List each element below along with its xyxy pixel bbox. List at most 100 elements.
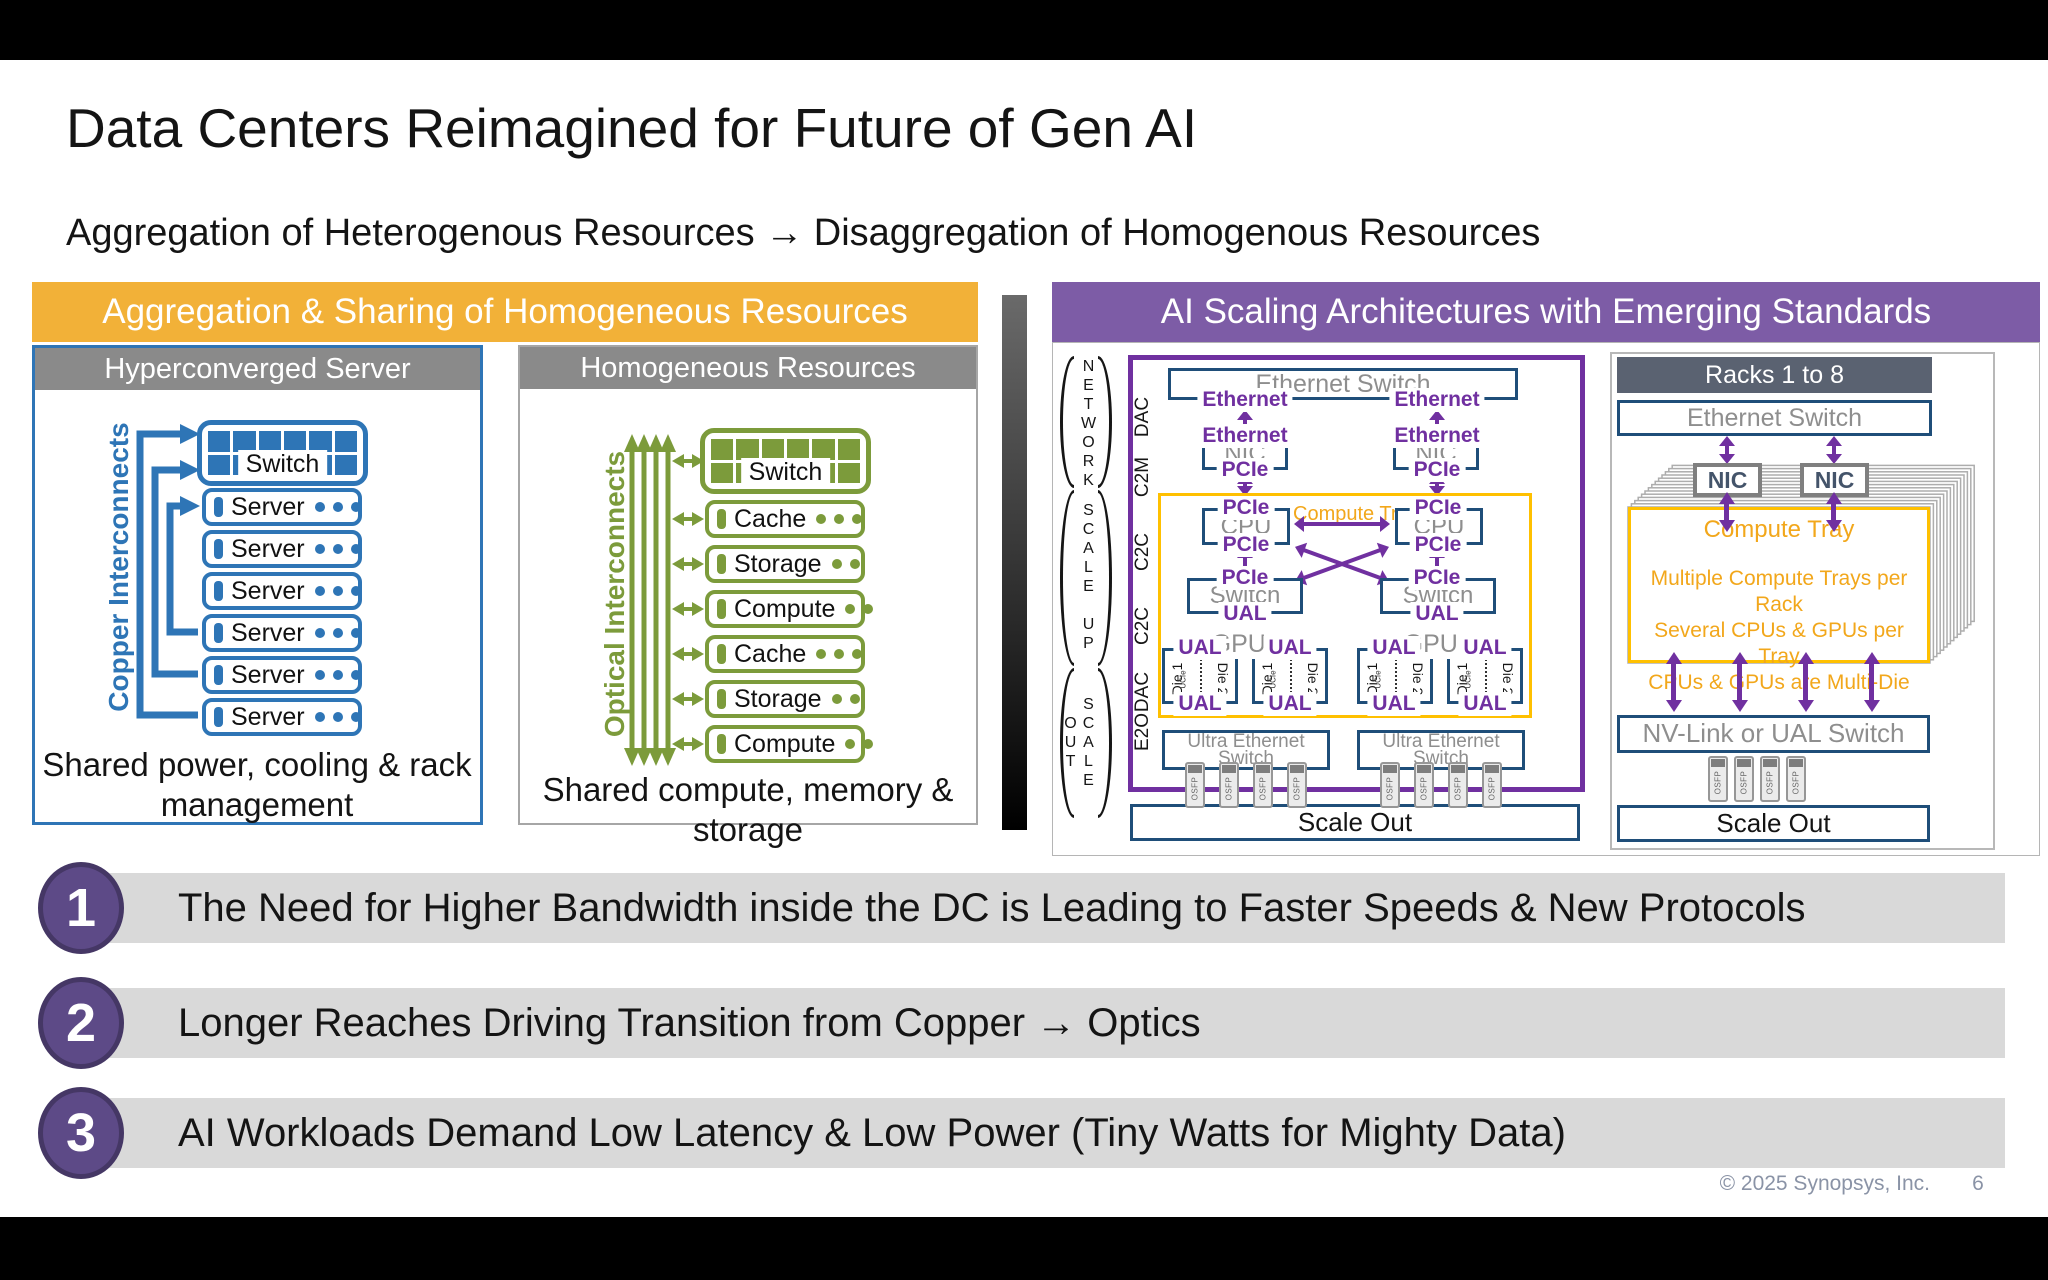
server-label: Server	[231, 576, 305, 605]
network-label: NETWORK	[1080, 358, 1097, 491]
link-type-c2m: C2M	[1132, 456, 1153, 498]
right-paren	[1098, 356, 1112, 488]
right-paren	[1098, 490, 1112, 666]
ucie-link-line	[1290, 655, 1292, 697]
green-switch-box: Switch	[700, 428, 871, 494]
rack-nic-box: NIC	[1693, 463, 1762, 497]
resource-label: Storage	[734, 549, 822, 578]
left-paren	[1060, 490, 1074, 666]
bottom-letterbox	[0, 1217, 2048, 1280]
resource-led	[717, 734, 726, 754]
rack-nic-tray-arrow	[1826, 492, 1842, 532]
server-row: Server	[202, 572, 362, 610]
osfp-label: OSFP	[1292, 776, 1302, 801]
switch-pcie-label: PCIe	[1216, 566, 1274, 590]
homogeneous-title: Homogeneous Resources	[520, 347, 976, 389]
gpu-ual-label: UAL	[1458, 692, 1512, 716]
ucie-link-line	[1395, 655, 1397, 697]
server-dots	[314, 670, 361, 680]
server-dots	[314, 628, 361, 638]
ultra-ethernet-switch-box: Ultra Ethernet Switch	[1357, 730, 1525, 770]
ucie-link-line	[1200, 655, 1202, 697]
right-paren	[1098, 668, 1112, 818]
rack-note: Several CPUs & GPUs per Tray	[1654, 619, 1904, 668]
osfp-module: OSFP	[1414, 762, 1434, 808]
resource-led	[717, 689, 726, 709]
osfp-cage: OSFP OSFP OSFP OSFP	[1708, 756, 1806, 802]
cpu-to-cpu-arrow	[1294, 516, 1390, 532]
scale-up-label: SCALE UP	[1080, 502, 1097, 654]
gpu-ual-label: UAL	[1367, 636, 1421, 660]
gpu-ual-label: UAL	[1458, 636, 1512, 660]
scale-out-box: Scale Out	[1130, 804, 1580, 841]
blue-switch-box: Switch	[197, 420, 368, 486]
page-title: Data Centers Reimagined for Future of Ge…	[66, 97, 1198, 159]
key-point-number-badge: 1	[38, 862, 124, 954]
osfp-module: OSFP	[1253, 762, 1273, 808]
link-type-c2c: C2C	[1132, 607, 1153, 646]
cpu-pcie-label: PCIe	[1409, 496, 1467, 520]
switch-label: Switch	[740, 458, 831, 487]
nic-ethernet-label: Ethernet	[1389, 424, 1485, 448]
scale-out-label: SCALE OUT	[1062, 695, 1097, 791]
ethernet-port-label: Ethernet	[1197, 388, 1293, 412]
gpu-ual-label: UAL	[1263, 692, 1317, 716]
scaling-header: AI Scaling Architectures with Emerging S…	[1052, 282, 2040, 342]
switch-ual-label: UAL	[1410, 602, 1464, 626]
server-label: Server	[231, 702, 305, 731]
server-row: Server	[202, 530, 362, 568]
osfp-label: OSFP	[1453, 776, 1463, 801]
resource-led	[717, 644, 726, 664]
left-paren	[1060, 356, 1074, 488]
osfp-label: OSFP	[1419, 776, 1429, 801]
osfp-module: OSFP	[1482, 762, 1502, 808]
server-dots	[314, 586, 361, 596]
tray-switch-arrow	[1864, 652, 1880, 712]
cpu-pcie-label: PCIe	[1217, 496, 1275, 520]
ucie-link-line	[1485, 655, 1487, 697]
server-led	[214, 497, 223, 517]
resource-row: Storage	[705, 545, 865, 583]
gpu-ual-label: UAL	[1367, 692, 1421, 716]
key-point-bar: Longer Reaches Driving Transition from C…	[60, 988, 2005, 1058]
rack-scale-out-box: Scale Out	[1617, 805, 1930, 842]
aggregation-header: Aggregation & Sharing of Homogeneous Res…	[32, 282, 978, 342]
tray-switch-arrow	[1798, 652, 1814, 712]
optical-interconnect-lines	[624, 434, 704, 766]
ucie-label: UCIe	[1268, 670, 1278, 689]
osfp-label: OSFP	[1713, 770, 1723, 795]
server-dots	[314, 502, 361, 512]
nic-pcie-label: PCIe	[1216, 458, 1274, 482]
key-point-number-badge: 2	[38, 977, 124, 1069]
server-label: Server	[231, 492, 305, 521]
rack-compute-tray-label: Compute Tray	[1703, 516, 1855, 543]
key-point-bar: The Need for Higher Bandwidth inside the…	[60, 873, 2005, 943]
nic-pcie-label: PCIe	[1408, 458, 1466, 482]
resource-row: Compute	[705, 725, 874, 763]
switch-label: Switch	[237, 450, 328, 479]
resource-label: Storage	[734, 684, 822, 713]
server-led	[214, 665, 223, 685]
rack-nic-uplink-arrow	[1719, 436, 1735, 464]
osfp-label: OSFP	[1190, 776, 1200, 801]
osfp-module: OSFP	[1734, 756, 1754, 802]
osfp-module: OSFP	[1185, 762, 1205, 808]
osfp-module: OSFP	[1380, 762, 1400, 808]
rack-note: CPUs & GPUs are Multi-Die	[1648, 671, 1910, 694]
key-point-number-badge: 3	[38, 1087, 124, 1179]
hyperconverged-caption: Shared power, cooling & rack management	[42, 746, 472, 823]
osfp-module: OSFP	[1786, 756, 1806, 802]
gpu-ual-label: UAL	[1173, 636, 1227, 660]
key-point-text: Longer Reaches Driving Transition from C…	[178, 1000, 1201, 1045]
network-bracket: NETWORK	[1060, 356, 1112, 491]
key-point-text: AI Workloads Demand Low Latency & Low Po…	[178, 1110, 1566, 1155]
transition-gradient-bar	[1002, 295, 1027, 830]
osfp-module: OSFP	[1760, 756, 1780, 802]
top-letterbox	[0, 0, 2048, 60]
server-label: Server	[231, 534, 305, 563]
racks-header: Racks 1 to 8	[1617, 357, 1932, 393]
osfp-label: OSFP	[1739, 770, 1749, 795]
page-subtitle: Aggregation of Heterogenous Resources → …	[66, 212, 1541, 254]
hyperconverged-title: Hyperconverged Server	[35, 348, 480, 390]
